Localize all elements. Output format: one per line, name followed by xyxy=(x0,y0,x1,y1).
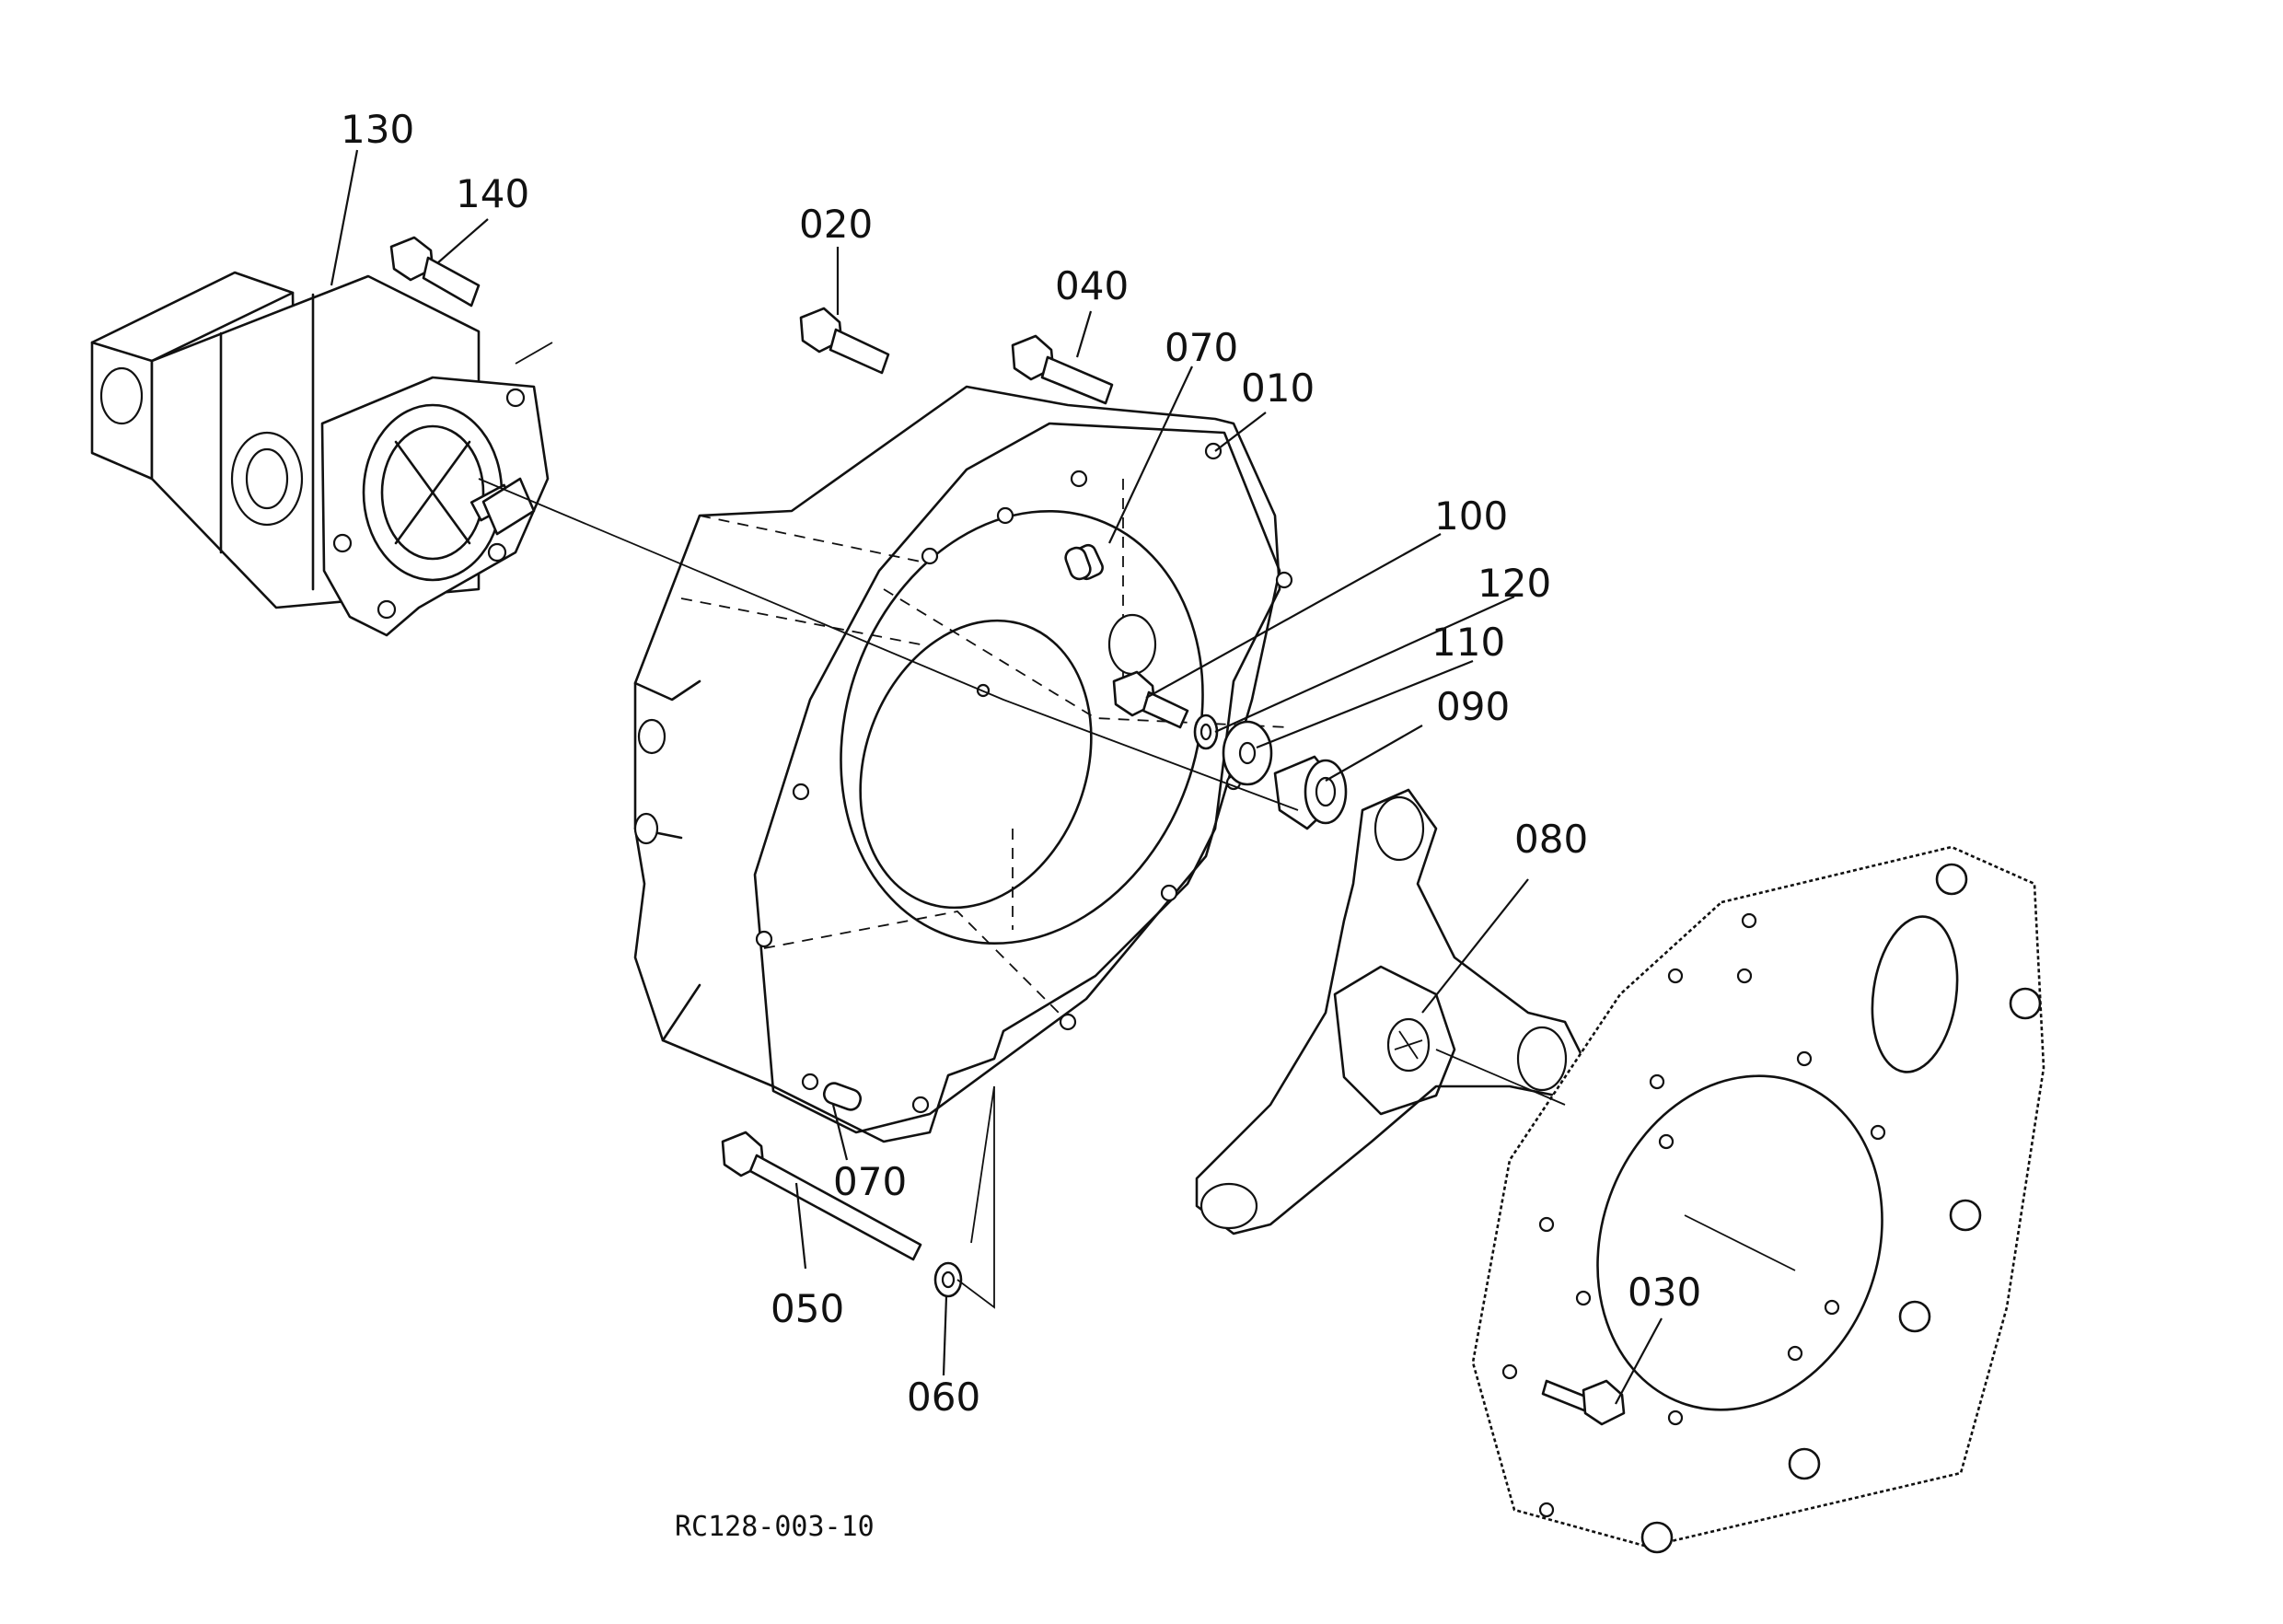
bushing-090[interactable] xyxy=(1273,755,1348,830)
drawing-reference-code: RC128-003-10 xyxy=(675,1511,875,1543)
leader-lines xyxy=(330,149,1663,1405)
flywheel-housing[interactable] xyxy=(633,385,1293,1143)
callout-140: 140 xyxy=(456,171,529,216)
bolt-030[interactable] xyxy=(1541,1379,1626,1426)
callout-040: 040 xyxy=(1055,263,1129,308)
callout-050: 050 xyxy=(771,1286,844,1331)
callout-070-lower: 070 xyxy=(833,1159,907,1204)
callout-060: 060 xyxy=(907,1375,980,1420)
callout-010: 010 xyxy=(1241,365,1315,411)
callout-110: 110 xyxy=(1431,620,1505,665)
long-bolt-050[interactable] xyxy=(721,1131,922,1261)
bolt-020[interactable] xyxy=(799,307,890,375)
dowel-pin-070-lower[interactable] xyxy=(821,1081,863,1112)
spacer-110[interactable] xyxy=(1222,720,1273,786)
washer-120[interactable] xyxy=(1193,713,1219,750)
coupling-080[interactable] xyxy=(1195,788,1585,1235)
bolt-040[interactable] xyxy=(1011,334,1114,405)
callout-030: 030 xyxy=(1628,1270,1701,1315)
callout-070-upper: 070 xyxy=(1165,325,1238,370)
callout-090: 090 xyxy=(1436,684,1510,729)
dowel-pin-070-upper[interactable] xyxy=(1063,545,1093,581)
callout-020: 020 xyxy=(799,202,873,247)
callout-130: 130 xyxy=(341,107,414,152)
bolt-140[interactable] xyxy=(389,236,481,307)
callout-080: 080 xyxy=(1514,817,1588,862)
callout-120: 120 xyxy=(1478,561,1551,606)
callout-100: 100 xyxy=(1434,493,1508,539)
hydraulic-pump[interactable] xyxy=(90,271,550,637)
mounting-plate[interactable] xyxy=(1471,845,2045,1554)
bolt-100[interactable] xyxy=(1112,670,1189,729)
nut-060[interactable] xyxy=(933,1261,963,1298)
